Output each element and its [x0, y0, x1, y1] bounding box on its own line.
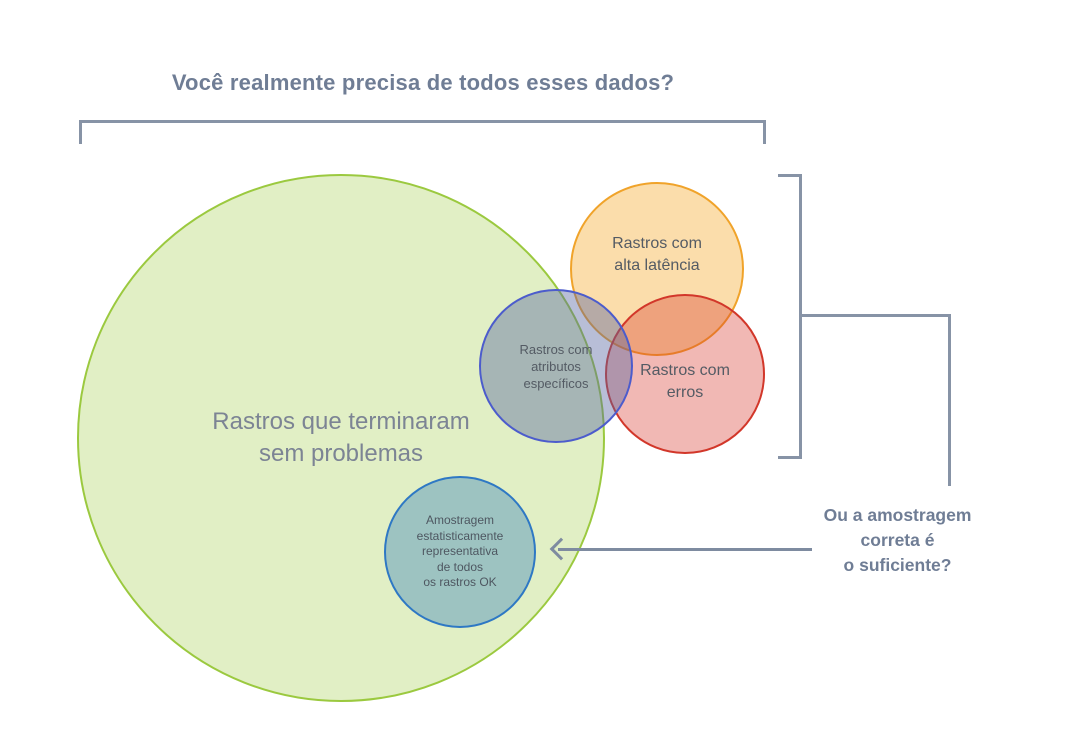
label-line: sem problemas	[258, 440, 424, 467]
right-bracket	[778, 174, 802, 459]
label-line: Rastros com	[640, 362, 730, 379]
top-bracket	[79, 120, 766, 144]
diagram-title: Você realmente precisa de todos esses da…	[171, 70, 675, 95]
circle-specific-attributes: Rastros com atributos específicos	[479, 289, 633, 443]
label-line: Amostragem	[425, 513, 495, 528]
label-line: estatisticamente	[416, 528, 504, 543]
circle-errors-label: Rastros com erros	[640, 360, 730, 404]
label-line: Rastros que terminaram	[212, 408, 470, 435]
label-line: os rastros OK	[423, 575, 497, 590]
circle-representative-sample-label: Amostragem estatisticamente representati…	[417, 513, 504, 591]
label-line: erros	[666, 384, 704, 401]
label-line: alta latência	[614, 257, 700, 274]
side-question-text: Ou a amostragem correta é o suficiente?	[795, 503, 1000, 578]
circle-representative-sample: Amostragem estatisticamente representati…	[384, 476, 536, 628]
label-line: Rastros com	[612, 235, 702, 252]
label-line: de todos	[436, 559, 484, 574]
side-question-line: correta é	[860, 530, 935, 550]
circle-high-latency-label: Rastros com alta latência	[612, 233, 702, 277]
circle-traces-ok-label: Rastros que terminaram sem problemas	[212, 406, 469, 470]
side-question-line: o suficiente?	[843, 555, 952, 575]
connector-line	[801, 314, 951, 486]
label-line: representativa	[421, 544, 499, 559]
circle-errors: Rastros com erros	[605, 294, 765, 454]
side-question-line: Ou a amostragem	[823, 505, 972, 525]
label-line: específicos	[523, 375, 589, 391]
arrow-line	[558, 548, 812, 551]
label-line: Rastros com	[519, 341, 593, 357]
circle-specific-attributes-label: Rastros com atributos específicos	[520, 341, 593, 392]
label-line: atributos	[531, 358, 581, 374]
circle-traces-ok: Rastros que terminaram sem problemas	[77, 174, 605, 702]
